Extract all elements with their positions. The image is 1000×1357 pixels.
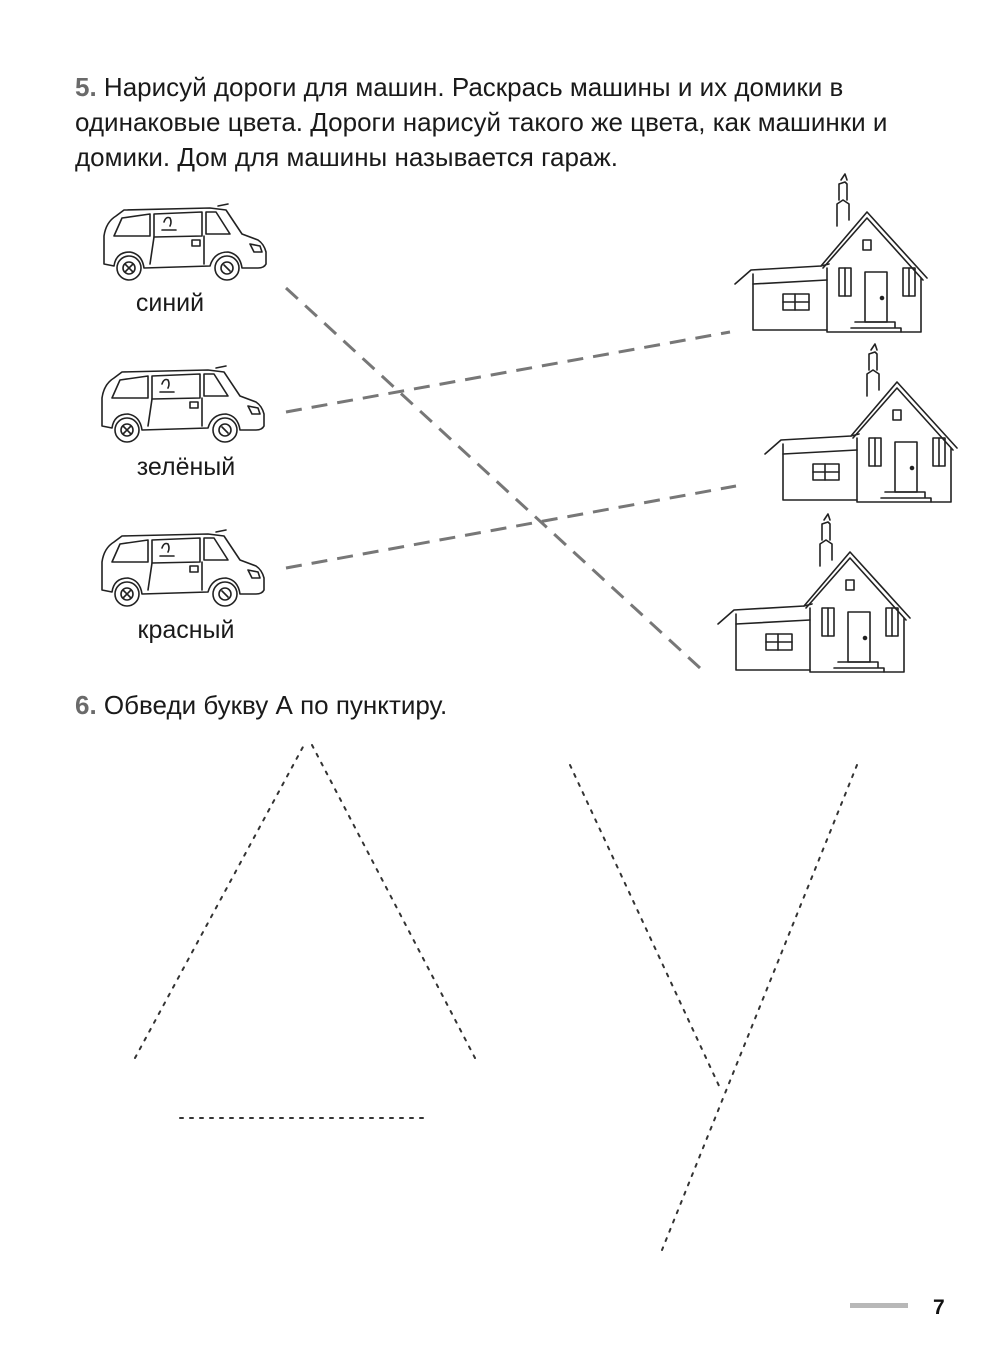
car-2-color-label: зелёный: [136, 453, 236, 481]
car-3-color-label: красный: [137, 616, 235, 644]
garage-1-drawing: [734, 173, 928, 333]
car-1-drawing: [103, 203, 267, 281]
dotted-letter-u[interactable]: [569, 764, 858, 1251]
task-5-number: 5.: [75, 72, 97, 102]
task-6-text: Обведи букву А по пунктиру.: [103, 690, 448, 720]
car-2-drawing: [101, 365, 265, 443]
page-number: 7: [933, 1296, 945, 1319]
road-2-dashed[interactable]: [285, 330, 731, 414]
garage-3-drawing: [717, 513, 911, 673]
task-6-instructions: 6. Обведи букву А по пунктиру.: [75, 688, 875, 723]
page-footer-strip: [850, 1303, 908, 1308]
car-1-color-label: синий: [135, 289, 205, 317]
road-3-dashed[interactable]: [285, 484, 737, 570]
dotted-letter-a[interactable]: [134, 744, 476, 1119]
task-6-number: 6.: [75, 690, 97, 720]
garage-2-drawing: [764, 343, 958, 503]
car-3-drawing: [101, 529, 265, 607]
task-5-text: Нарисуй дороги для машин. Раскрась машин…: [75, 72, 888, 172]
task-5-instructions: 5. Нарисуй дороги для машин. Раскрась ма…: [75, 70, 970, 175]
road-1-dashed[interactable]: [284, 286, 702, 670]
